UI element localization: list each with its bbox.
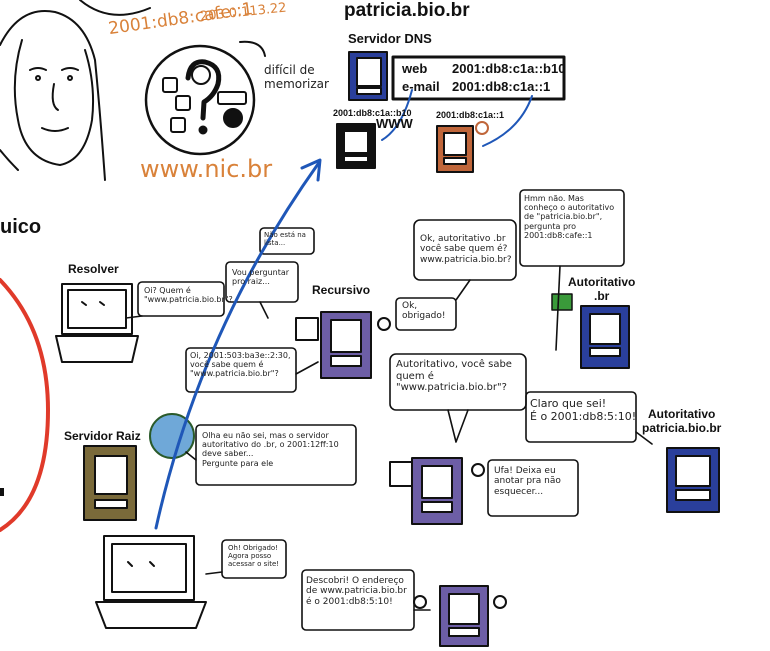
- bubble-tail: [555, 265, 561, 351]
- access-arrow: [154, 162, 320, 530]
- bubble-br-reply-text: Hmm não. Mas conheço o autoritativo de "…: [524, 194, 615, 240]
- bubble-resolver-question-text: Oi? Quem é "www.patricia.bio.br"?: [144, 286, 233, 305]
- mail-server-label: 2001:db8:c1a::1: [436, 110, 505, 120]
- globe-icon: [223, 108, 243, 128]
- brazil-flag-icon: [551, 293, 573, 311]
- partial-left-title: uico: [0, 216, 42, 238]
- bubble-root-reply-text: Olha eu não sei, mas o servidor autorita…: [202, 431, 339, 468]
- bubble-recursive-to-domain-text: Autoritativo, você sabe quem é "www.patr…: [396, 359, 512, 393]
- dns-server-icon: [348, 51, 388, 101]
- bubble-take-note: [487, 459, 579, 517]
- bubble-final-thanks-text: Oh! Obrigado! Agora posso acessar o site…: [228, 544, 280, 569]
- woman-face-icon: [0, 10, 106, 181]
- globe-icon: [149, 413, 195, 459]
- hard-to-remember: difícil de memorizar: [264, 63, 329, 91]
- bubble-tail: [455, 279, 471, 301]
- notepad-icon: [295, 317, 319, 341]
- bubble-recursive-to-root-text: Oi, 2001:503:ba3e::2:30, você sabe quem …: [190, 351, 291, 379]
- bubble-tail: [185, 451, 197, 461]
- bubble-resolver-question: [137, 281, 225, 317]
- dash-mark: [0, 488, 4, 496]
- at-sign-icon: [191, 65, 211, 85]
- dns-arrow-mail: [482, 95, 533, 147]
- dns-record-value: 2001:db8:c1a::b10: [452, 61, 566, 76]
- facebook-icon: [175, 95, 191, 111]
- hint-arrow: [239, 40, 266, 57]
- resolver-label: Resolver: [68, 262, 119, 276]
- bubble-ask-root: [225, 261, 299, 303]
- bubble-tail: [295, 361, 319, 375]
- domain-authoritative-server-icon: [666, 447, 720, 513]
- bubble-recursive-to-br: [413, 219, 517, 281]
- bubble-recursive-to-root: [185, 347, 297, 393]
- magnifier-icon: [471, 463, 485, 477]
- dns-record-name: e-mail: [402, 79, 440, 94]
- magnifier-icon: [377, 317, 391, 331]
- bubble-thanks: [395, 297, 457, 331]
- access-arrowhead: [300, 158, 322, 182]
- recursive-server-icon: [389, 457, 485, 525]
- br-authoritative-server-icon: [551, 293, 630, 369]
- bubble-recursive-to-domain: [389, 353, 527, 411]
- bubble-take-note-text: Ufa! Deixa eu anotar pra não esquecer...: [494, 466, 561, 497]
- dns-record-table: [391, 55, 566, 101]
- dns-arrow-web: [381, 89, 413, 141]
- domain-title: patricia.bio.br: [344, 0, 470, 21]
- dns-record-name: web: [402, 61, 428, 76]
- sketch-fragment: [79, 0, 151, 16]
- bubble-ask-root-text: Vou perguntar pro raiz...: [232, 268, 290, 287]
- recursive-server-icon: [295, 311, 391, 379]
- bubble-tail: [205, 571, 223, 575]
- site-url: www.nic.br: [140, 155, 273, 183]
- recursive-server-icon: [413, 585, 507, 647]
- resolver-laptop-icon: [55, 283, 139, 363]
- bubble-domain-reply: [525, 391, 637, 443]
- web-server-label: 2001:db8:c1a::b10: [333, 108, 412, 118]
- bubble-br-reply: [519, 189, 625, 267]
- bubble-discovered-text: Descobri! O endereço de www.patricia.bio…: [306, 576, 407, 607]
- domain-authoritative-label: Autoritativo patricia.bio.br: [642, 407, 722, 435]
- bubble-tail: [125, 315, 143, 319]
- mail-server-icon: [436, 121, 489, 173]
- bubble-domain-reply-text: Claro que sei! É o 2001:db8:5:10!: [530, 397, 637, 423]
- red-circle-fragment: [0, 278, 50, 532]
- dns-server-title: Servidor DNS: [348, 31, 432, 46]
- twitter-icon: [170, 117, 186, 133]
- root-server-label: Servidor Raiz: [64, 429, 141, 443]
- youtube-icon: [217, 91, 247, 105]
- bubble-tail: [447, 409, 469, 443]
- bubble-recursive-to-br-text: Ok, autoritativo .br você sabe quem é? w…: [420, 234, 512, 265]
- bubble-root-reply: [195, 424, 357, 486]
- web-server-icon: [336, 123, 376, 169]
- root-server-icon: [83, 445, 137, 521]
- www-label: WWW: [376, 116, 413, 131]
- bubble-final-thanks: [221, 539, 287, 579]
- bubble-discovered: [301, 569, 415, 631]
- final-laptop-icon: [95, 535, 207, 629]
- question-mark-icon: [144, 44, 256, 156]
- bubble-tail: [635, 431, 653, 445]
- dns-record-value: 2001:db8:c1a::1: [452, 79, 551, 94]
- magnifier-icon: [413, 595, 427, 609]
- bubble-thanks-text: Ok, obrigado!: [402, 301, 446, 322]
- bubble-not-in-list-text: Não está na lista...: [264, 231, 306, 248]
- notepad-icon: [389, 461, 413, 487]
- bubble-tail: [259, 301, 269, 319]
- linkedin-icon: [162, 77, 178, 93]
- br-authoritative-label: Autoritativo .br: [568, 275, 636, 303]
- magnifier-icon: [493, 595, 507, 609]
- bubble-not-in-list: [259, 227, 315, 255]
- recursive-label: Recursivo: [312, 283, 371, 297]
